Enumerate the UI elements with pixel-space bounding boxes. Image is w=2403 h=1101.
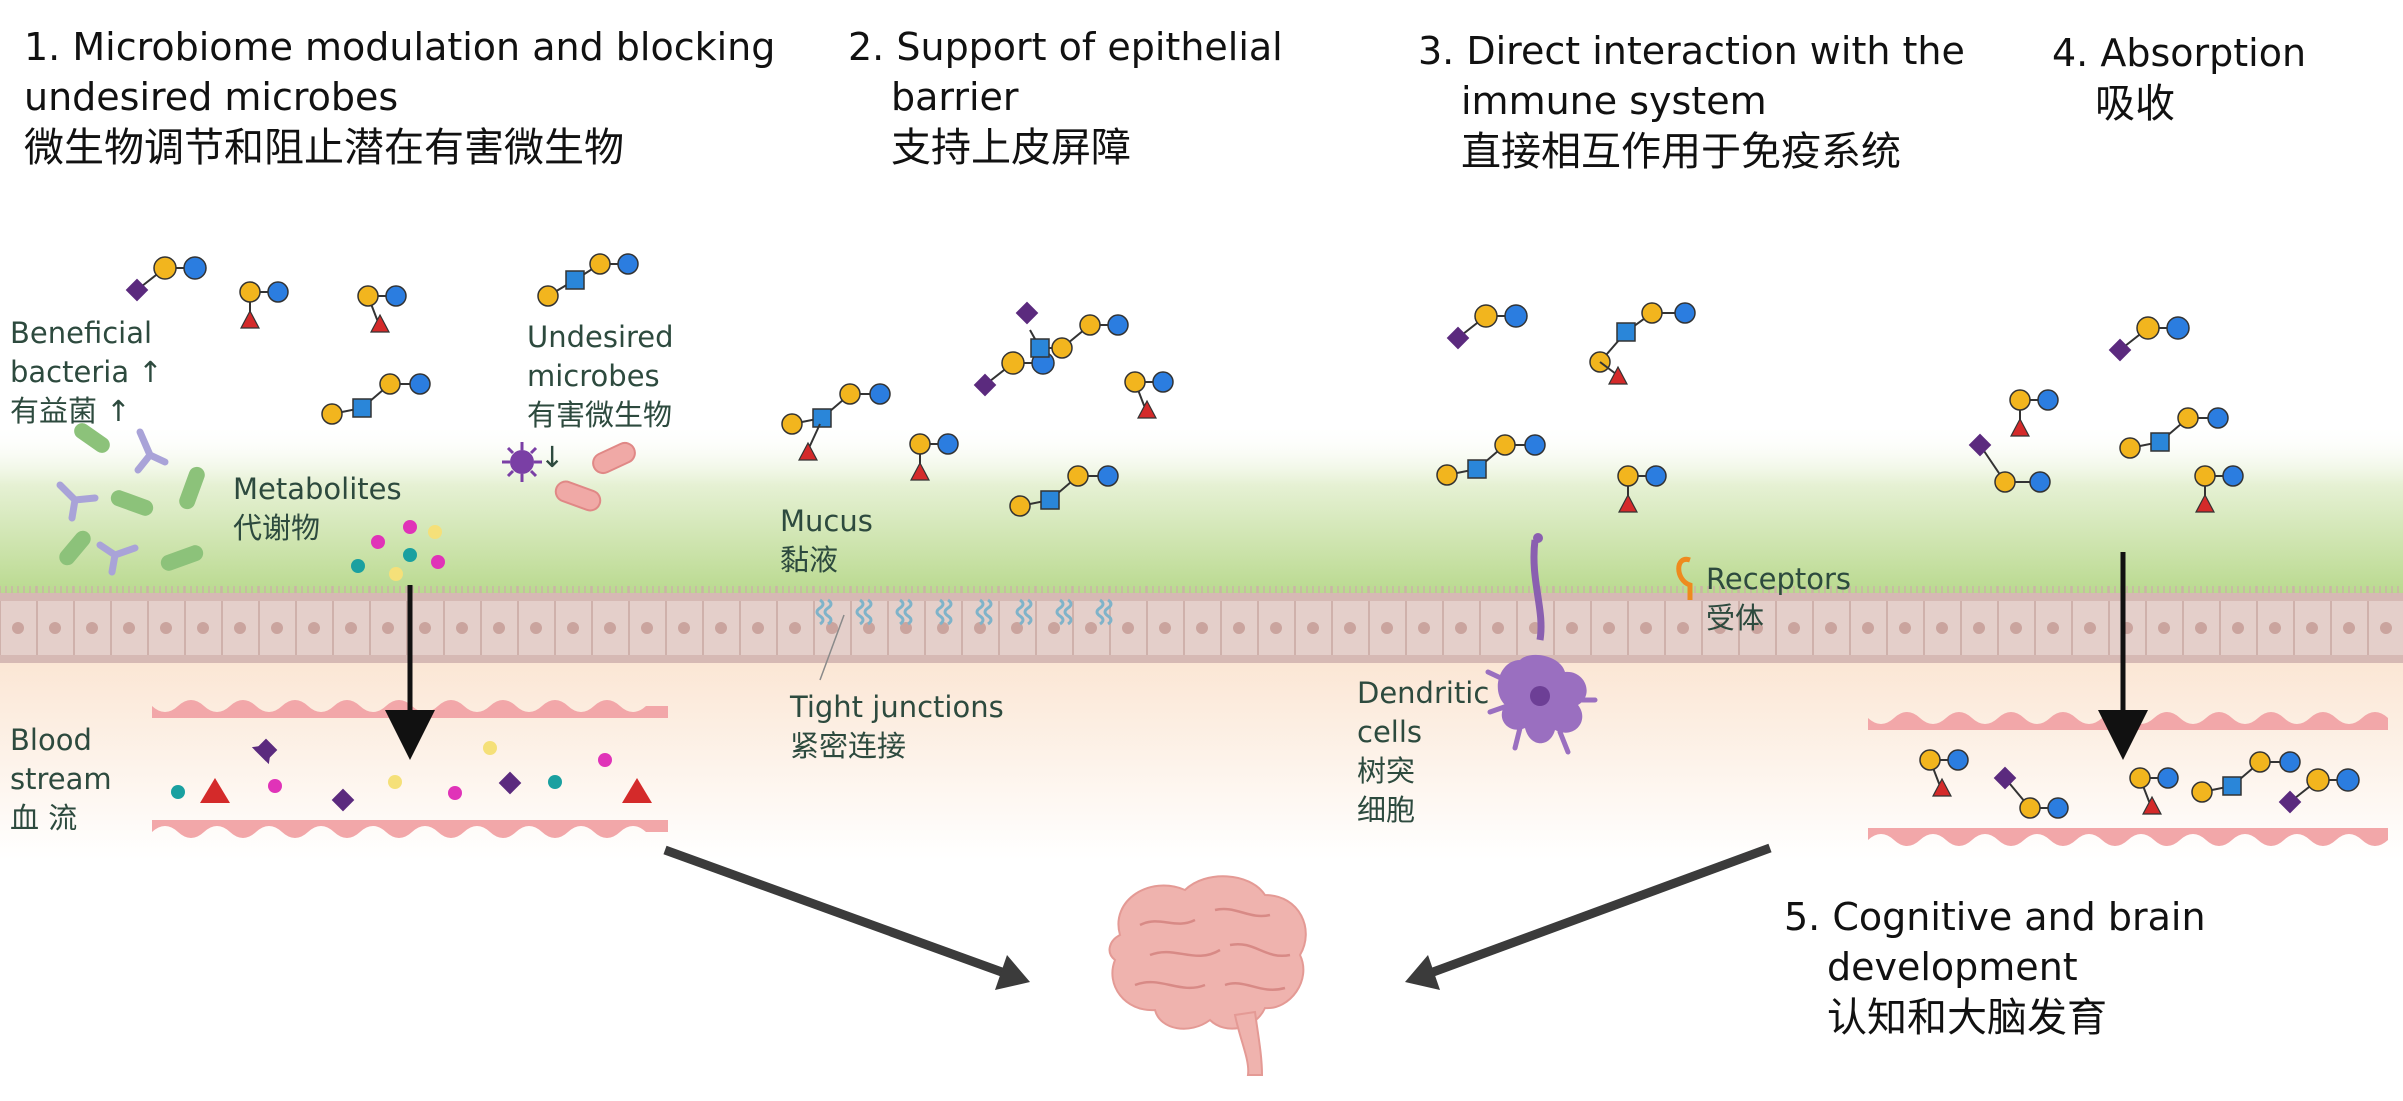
section-5-heading: 5. Cognitive and brain development 认知和大脑… xyxy=(1784,892,2206,1044)
section-5-zh: 认知和大脑发育 xyxy=(1827,995,2107,1041)
beneficial-zh: 有益菌 ↑ xyxy=(10,394,131,428)
undesired-zh: 有害微生物 xyxy=(527,398,673,432)
blood-content-left xyxy=(171,738,652,812)
section-1-zh: 微生物调节和阻止潜在有害微生物 xyxy=(24,125,624,171)
section-1-heading: 1. Microbiome modulation and blocking un… xyxy=(24,22,775,174)
undesired-line1: Undesired xyxy=(527,320,674,354)
section-3-line1: Direct interaction with the xyxy=(1466,29,1965,73)
metabolites-dots xyxy=(351,520,445,581)
section-5-number: 5. xyxy=(1784,895,1821,939)
dendritic-zh1: 树突 xyxy=(1357,754,1416,788)
epithelium xyxy=(0,586,2403,663)
dendritic-zh2: 细胞 xyxy=(1357,793,1416,827)
tight-junctions-label: Tight junctions 紧密连接 xyxy=(790,688,1004,766)
section-3-heading: 3. Direct interaction with the immune sy… xyxy=(1418,26,1965,178)
dendritic-line2: cells xyxy=(1357,715,1423,749)
mucus-zh: 黏液 xyxy=(780,543,839,577)
section-2-zh: 支持上皮屏障 xyxy=(891,125,1131,171)
metabolites-en: Metabolites xyxy=(233,472,402,506)
arrow-icon xyxy=(1405,955,1440,990)
mucus-en: Mucus xyxy=(780,504,873,538)
arrow-icon xyxy=(995,955,1030,990)
section-4-line1: Absorption xyxy=(2100,31,2307,75)
section-1-line2: undesired microbes xyxy=(24,75,399,119)
section-3-zh: 直接相互作用于免疫系统 xyxy=(1461,129,1901,175)
arrow-to-brain-left xyxy=(663,845,1012,980)
receptors-en: Receptors xyxy=(1706,562,1852,596)
undesired-down-arrow: ↓ xyxy=(540,440,565,474)
blood-zh: 血 流 xyxy=(10,801,78,835)
receptors-label: Receptors 受体 xyxy=(1706,560,1851,638)
undesired-microbes-label: Undesired microbes 有害微生物 xyxy=(527,318,674,435)
section-4-heading: 4. Absorption 吸收 xyxy=(2052,28,2306,130)
beneficial-line1: Beneficial xyxy=(10,316,153,350)
section-3-line2: immune system xyxy=(1461,79,1767,123)
arrow-to-brain-right xyxy=(1423,843,1772,980)
receptors-zh: 受体 xyxy=(1706,601,1765,635)
receptor-icon xyxy=(1676,556,1693,600)
glycan-chain-icon xyxy=(125,253,2360,819)
section-5-line1: Cognitive and brain xyxy=(1832,895,2206,939)
section-1-line1: Microbiome modulation and blocking xyxy=(72,25,776,69)
virus-icon xyxy=(502,441,636,512)
tight-en: Tight junctions xyxy=(790,690,1004,724)
blood-stream-label: Blood stream 血 流 xyxy=(10,721,112,838)
tight-junction-pointer xyxy=(819,614,845,681)
metabolites-zh: 代谢物 xyxy=(233,511,321,545)
section-4-number: 4. xyxy=(2052,31,2089,75)
beneficial-bacteria-label: Beneficial bacteria ↑ 有益菌 ↑ xyxy=(10,314,163,431)
metabolites-label: Metabolites 代谢物 xyxy=(233,470,402,548)
section-2-line2: barrier xyxy=(891,75,1019,119)
section-2-line1: Support of epithelial xyxy=(896,25,1283,69)
section-1-number: 1. xyxy=(24,25,61,69)
dendritic-line1: Dendritic xyxy=(1357,676,1490,710)
blood-line1: Blood xyxy=(10,723,92,757)
dendritic-cell-icon xyxy=(1485,533,1598,755)
undesired-line2: microbes xyxy=(527,359,660,393)
tight-zh: 紧密连接 xyxy=(790,729,907,763)
bacteria-icon xyxy=(56,423,205,576)
mucus-layer xyxy=(0,425,2403,595)
blood-line2: stream xyxy=(10,762,112,796)
section-4-zh: 吸收 xyxy=(2095,81,2175,127)
section-2-heading: 2. Support of epithelial barrier 支持上皮屏障 xyxy=(848,22,1283,174)
section-5-line2: development xyxy=(1827,945,2078,989)
section-2-number: 2. xyxy=(848,25,885,69)
dendritic-cells-label: Dendritic cells 树突 细胞 xyxy=(1357,674,1489,830)
mucus-label: Mucus 黏液 xyxy=(780,502,873,580)
tight-junctions xyxy=(815,598,1113,626)
brain-icon xyxy=(1108,875,1307,1076)
section-3-number: 3. xyxy=(1418,29,1455,73)
beneficial-line2: bacteria ↑ xyxy=(10,355,163,389)
